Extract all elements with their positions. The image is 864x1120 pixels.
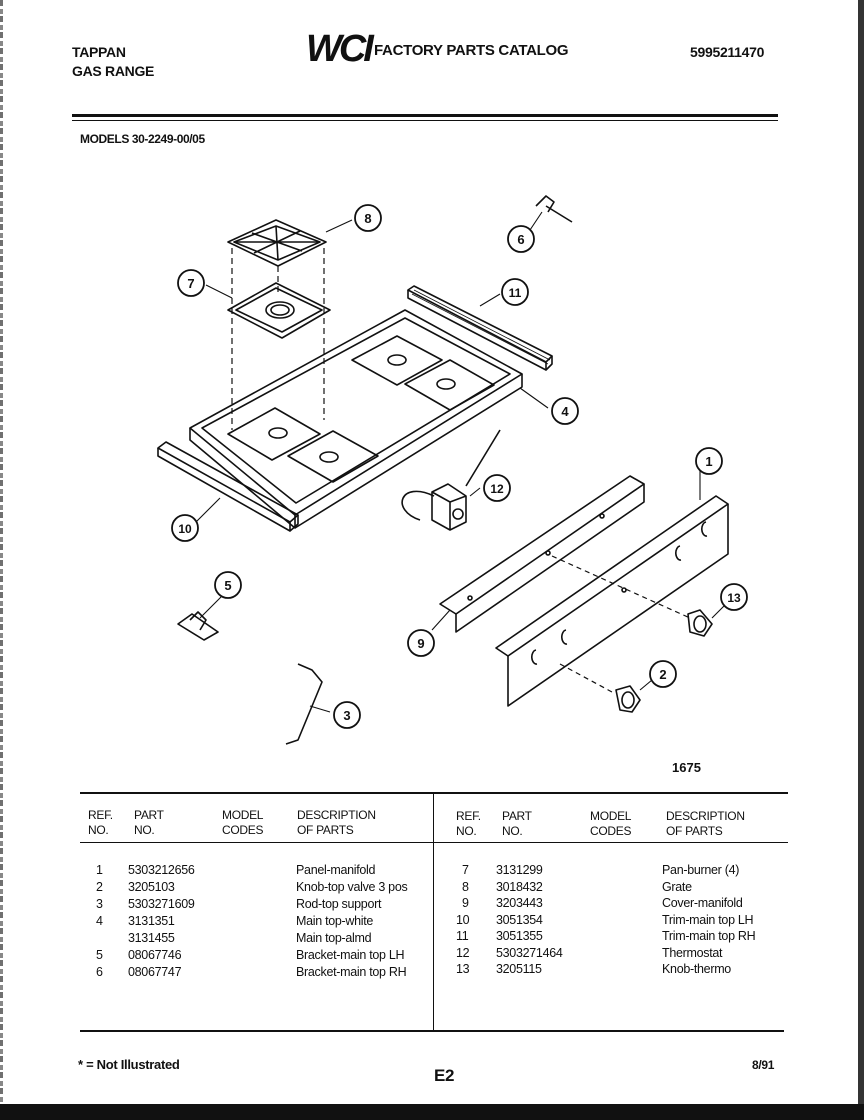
table-row: 5 08067746 Bracket-main top LH — [96, 948, 405, 962]
grate — [227, 219, 327, 267]
callout-10: 10 — [178, 522, 192, 536]
header-rule-thick — [72, 114, 778, 117]
header-rule-thin — [72, 120, 778, 121]
brand-name: TAPPAN — [72, 44, 126, 60]
manifold-cover — [439, 475, 645, 615]
scan-right-edge — [858, 0, 864, 1104]
rod-support — [285, 663, 323, 745]
catalog-number: 5995211470 — [690, 44, 765, 60]
main-top-outline — [189, 309, 523, 516]
table-row: 13 3205115 Knob-thermo — [456, 962, 731, 976]
not-illustrated-note: * = Not Illustrated — [78, 1057, 180, 1072]
figure-number: 1675 — [672, 760, 701, 775]
catalog-title: FACTORY PARTS CATALOG — [374, 42, 569, 59]
table-row: 6 08067747 Bracket-main top RH — [96, 965, 407, 979]
callout-7: 7 — [187, 276, 194, 291]
table-row: 7 3131299 Pan-burner (4) — [462, 863, 740, 877]
table-row: 2 3205103 Knob-top valve 3 pos — [96, 880, 408, 894]
callout-1: 1 — [705, 454, 712, 469]
appliance-type: GAS RANGE — [72, 63, 155, 79]
table-bottom-rule — [80, 1030, 784, 1032]
scan-edge-artifact — [0, 0, 3, 1120]
table-top-rule — [80, 792, 788, 794]
table-row: 4 3131351 Main top-white — [96, 914, 374, 928]
callout-8: 8 — [364, 211, 371, 226]
callout-4: 4 — [561, 404, 569, 419]
table-row: 3131455 Main top-almd — [128, 931, 372, 945]
callout-13: 13 — [727, 591, 741, 605]
scan-bottom-edge — [0, 1104, 864, 1120]
thermostat — [431, 483, 467, 531]
parts-list-left: 1 5303212656 Panel-manifold 2 3205103 Kn… — [90, 862, 430, 981]
header-ref-no: REF.NO. — [88, 808, 113, 837]
exploded-parts-diagram: 1 2 3 4 5 6 7 8 9 10 11 12 13 — [157, 195, 748, 745]
revision-date: 8/91 — [752, 1058, 775, 1072]
callout-5: 5 — [224, 578, 231, 593]
table-column-divider — [433, 794, 434, 1030]
page-code: E2 — [434, 1066, 455, 1085]
header-ref-no-right: REF.NO. — [456, 809, 481, 838]
table-row: 9 3203443 Cover-manifold — [462, 896, 743, 910]
bracket-lh — [177, 613, 219, 641]
callout-9: 9 — [417, 636, 424, 651]
models-line: MODELS 30-2249-00/05 — [80, 132, 205, 146]
table-header-rule — [80, 842, 788, 843]
table-row: 12 5303271464 Thermostat — [456, 945, 723, 960]
knob-thermo — [687, 609, 713, 637]
callout-11: 11 — [509, 286, 522, 300]
callout-12: 12 — [490, 482, 504, 496]
manifold-panel — [495, 495, 729, 657]
callout-2: 2 — [659, 667, 666, 682]
bracket-rh — [535, 195, 573, 223]
callout-3: 3 — [343, 708, 350, 723]
table-row: 11 3051355 Trim-main top RH — [456, 929, 756, 943]
table-row: 10 3051354 Trim-main top LH — [456, 912, 754, 927]
burner-pan — [227, 282, 331, 339]
knob-top-valve — [615, 685, 641, 713]
callout-6: 6 — [517, 232, 524, 247]
table-row: 3 5303271609 Rod-top support — [96, 897, 382, 911]
trim-lh — [157, 441, 299, 523]
table-row: 1 5303212656 Panel-manifold — [96, 863, 376, 877]
parts-list-right: 7 3131299 Pan-burner (4) 8 3018432 Grate… — [456, 862, 786, 978]
table-row: 8 3018432 Grate — [462, 879, 692, 894]
wci-logo: WCI — [306, 28, 374, 70]
